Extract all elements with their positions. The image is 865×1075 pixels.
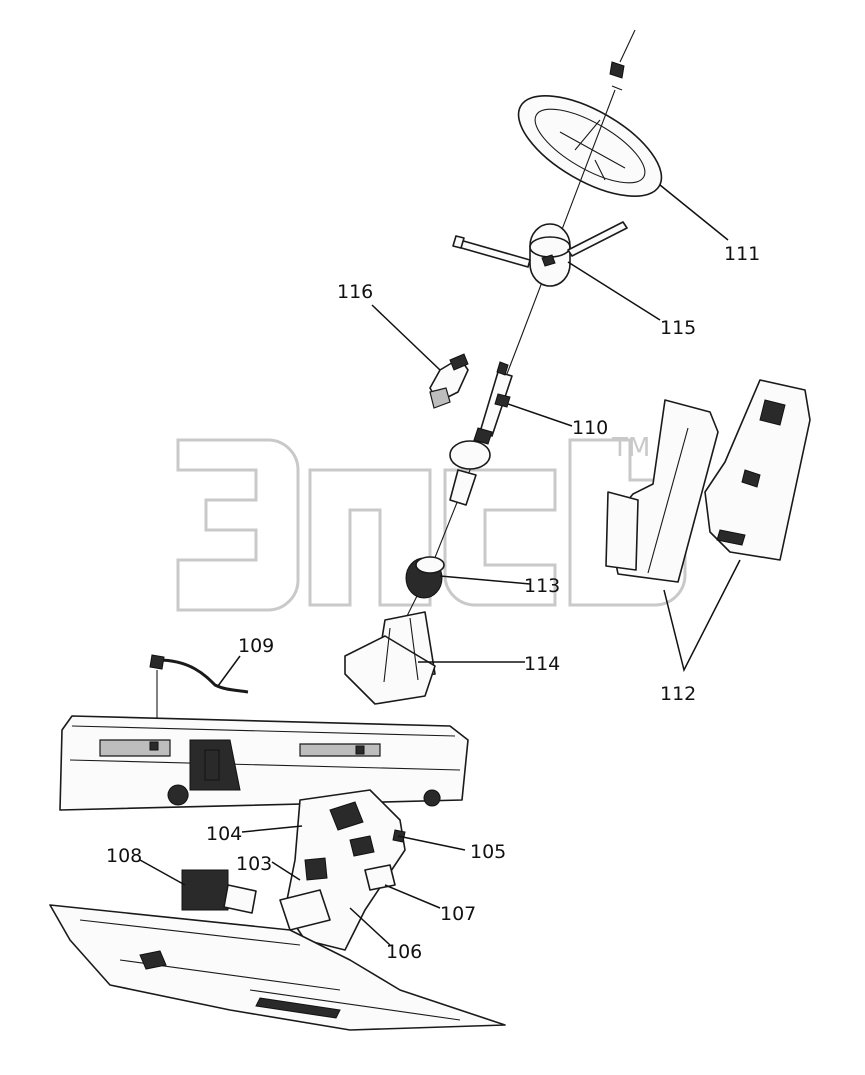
callout-110: 110 [572, 417, 608, 439]
callout-114: 114 [524, 653, 560, 675]
ignition-switch [429, 353, 469, 409]
cab-floor [49, 869, 506, 1031]
callout-105: 105 [470, 841, 506, 863]
callout-107: 107 [440, 903, 476, 925]
callout-labels: 111 115 116 110 113 114 112 109 104 105 … [106, 243, 760, 963]
callout-108: 108 [106, 845, 142, 867]
callout-106: 106 [386, 941, 422, 963]
callout-115: 115 [660, 317, 696, 339]
steering-column [405, 361, 513, 599]
leader-lines [139, 184, 741, 946]
callout-109: 109 [238, 635, 274, 657]
steering-boot [344, 611, 436, 705]
frame-crossmember [59, 715, 469, 811]
callout-113: 113 [524, 575, 560, 597]
hose [149, 654, 249, 760]
watermark-tm: TM [611, 433, 650, 463]
callout-104: 104 [206, 823, 242, 845]
column-covers [605, 379, 811, 583]
steering-wheel [517, 29, 663, 197]
pedal-assembly [279, 789, 406, 951]
callout-111: 111 [724, 243, 760, 265]
combination-switch [452, 221, 628, 287]
callout-112: 112 [660, 683, 696, 705]
callout-103: 103 [236, 853, 272, 875]
callout-116: 116 [337, 281, 373, 303]
